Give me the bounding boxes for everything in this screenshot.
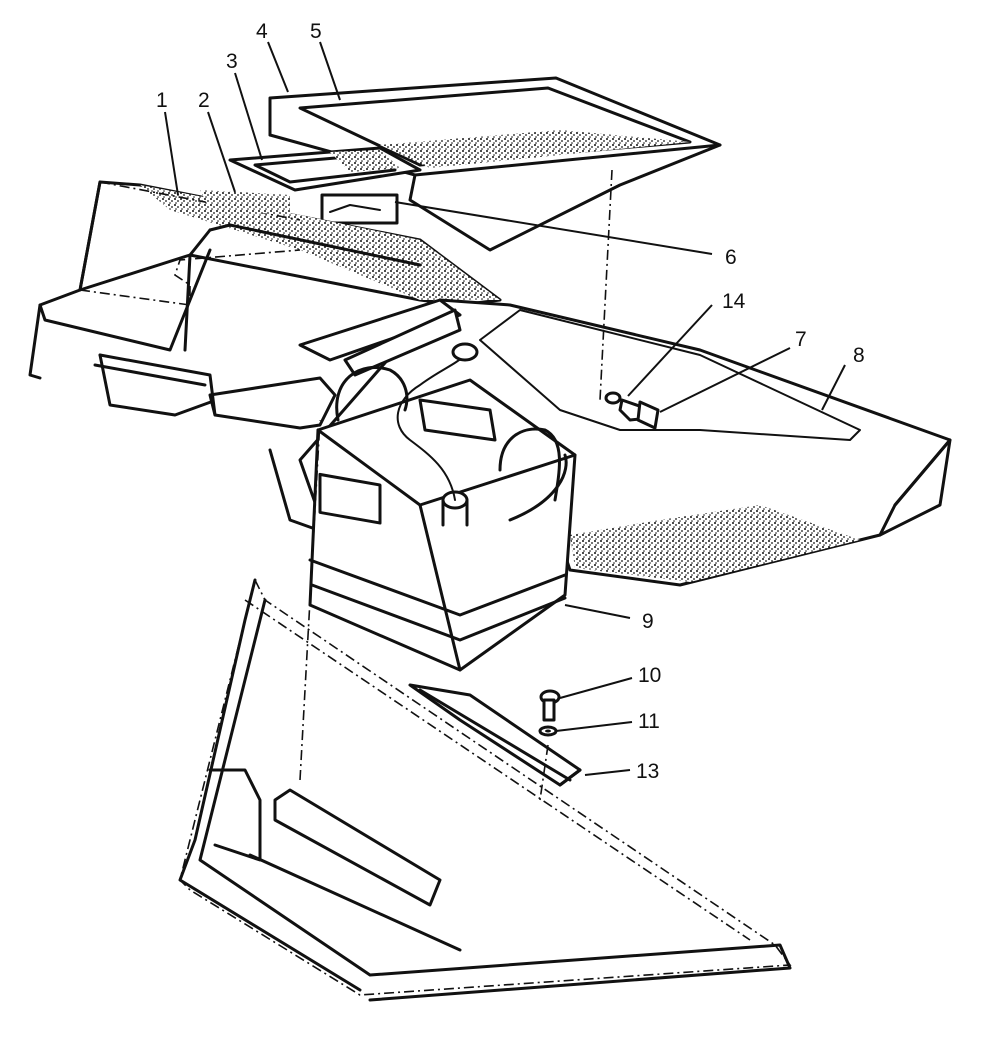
callout-6: 6 xyxy=(725,246,737,269)
callout-leaders xyxy=(164,41,846,776)
callout-10: 10 xyxy=(638,664,661,687)
callout-11: 11 xyxy=(638,710,660,733)
callout-5: 5 xyxy=(310,20,322,43)
shroud-panel-part-2 xyxy=(200,190,422,267)
alignment-lines xyxy=(244,169,751,941)
bolt-part-10 xyxy=(539,689,561,722)
callout-7: 7 xyxy=(795,328,807,351)
callout-2: 2 xyxy=(198,89,210,112)
hold-down-bolt-part-7 xyxy=(604,391,660,430)
callout-3: 3 xyxy=(226,50,238,73)
callout-14: 14 xyxy=(722,290,746,313)
callout-labels: 1 2 3 4 5 6 7 8 9 10 11 13 14 xyxy=(156,20,865,783)
callout-4: 4 xyxy=(256,20,268,43)
base-pan xyxy=(178,577,792,1002)
bracket-rails xyxy=(93,298,462,547)
callout-9: 9 xyxy=(642,610,654,633)
callout-8: 8 xyxy=(853,344,865,367)
washer-part-11 xyxy=(538,725,558,737)
battery-part-9 xyxy=(308,342,577,672)
callout-13: 13 xyxy=(636,760,659,783)
callout-1: 1 xyxy=(156,89,168,112)
tray-lid-part-3 xyxy=(228,146,422,225)
